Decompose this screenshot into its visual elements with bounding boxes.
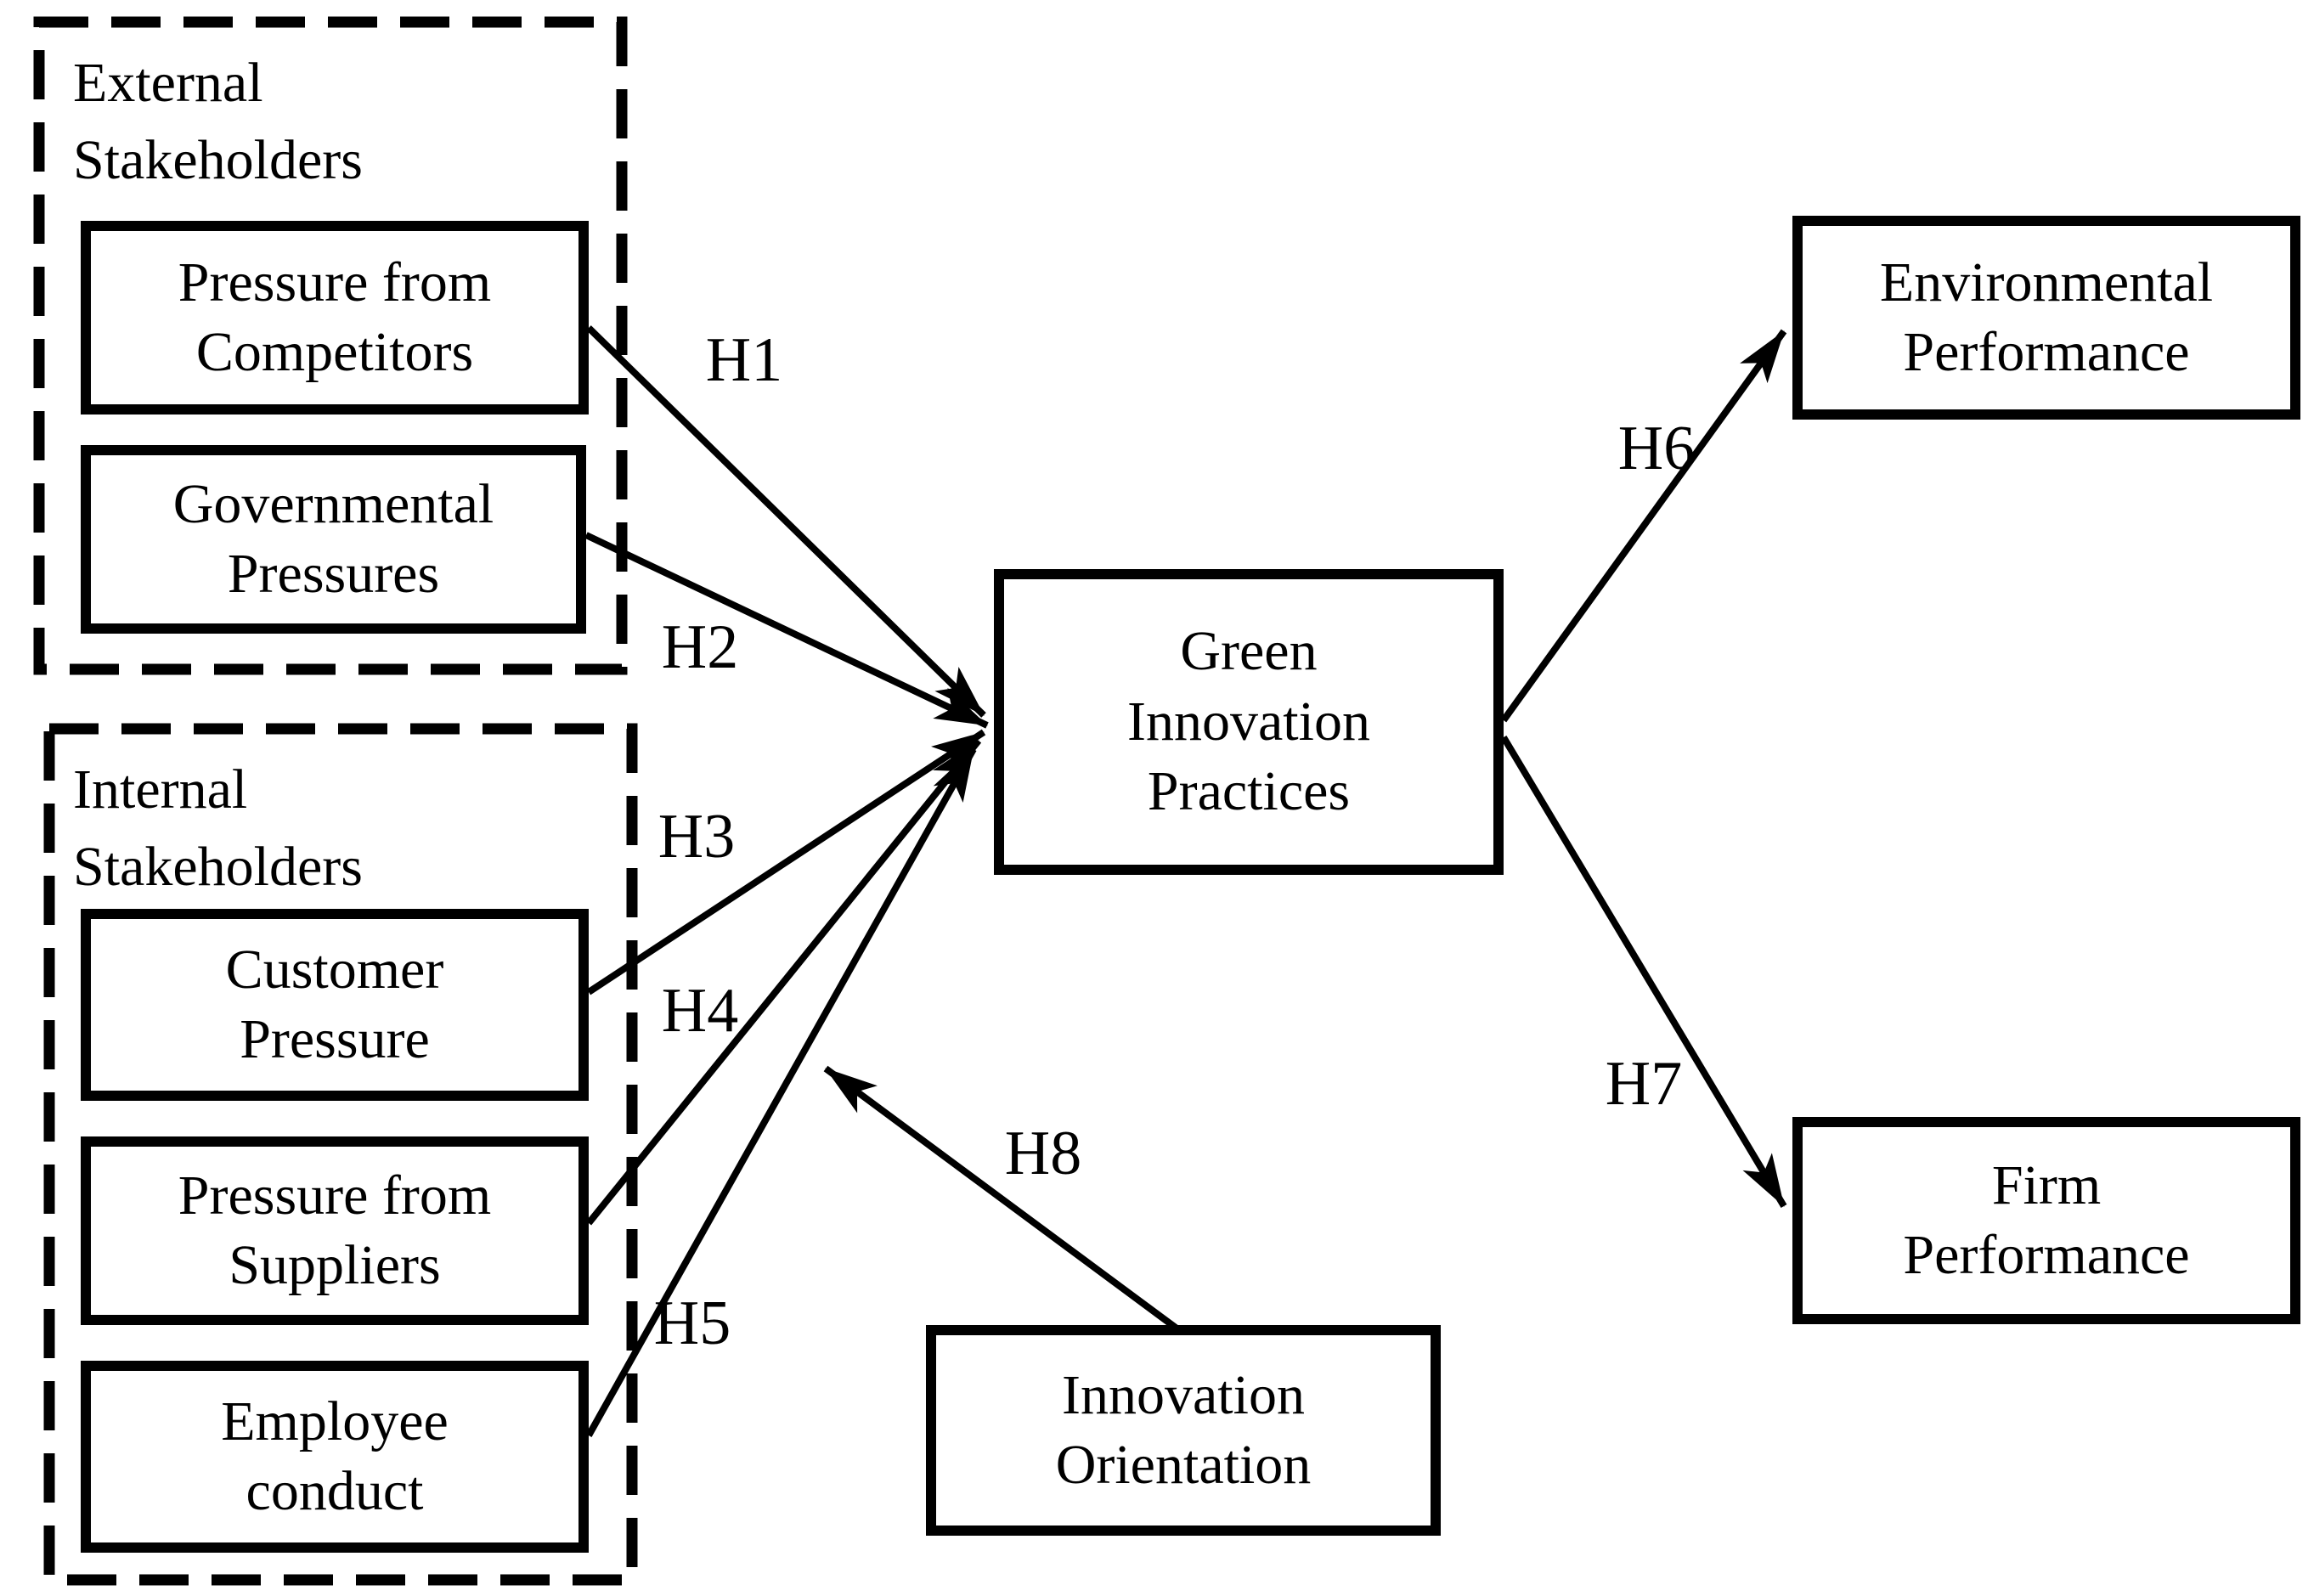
arrow-h6: [1500, 329, 1787, 723]
node-label-line: Pressures: [227, 543, 440, 605]
node-label-line: Governmental: [172, 472, 494, 535]
node-customer-pressure: Customer Pressure: [81, 909, 589, 1101]
hypothesis-label-h6: H6: [1617, 414, 1696, 483]
arrow-h1: [586, 325, 986, 718]
group-label-line: Stakeholders: [73, 836, 363, 899]
node-environmental-performance: Environmental Performance: [1792, 216, 2300, 420]
node-label-line: Green: [1180, 620, 1318, 683]
arrow-h3: [586, 729, 986, 995]
arrow-h4: [585, 738, 982, 1226]
node-label-line: Orientation: [1055, 1434, 1312, 1496]
hypothesis-label-h4: H4: [661, 976, 739, 1046]
node-label-line: Firm: [1991, 1153, 2102, 1216]
node-label-line: Pressure from: [178, 1164, 492, 1227]
node-label-line: Pressure: [240, 1008, 430, 1070]
node-label-line: Performance: [1903, 1224, 2190, 1286]
node-label-line: conduct: [246, 1460, 424, 1522]
node-innovation-orientation: Innovation Orientation: [926, 1325, 1441, 1536]
arrow-h8: [823, 1065, 1182, 1334]
hypothesis-label-h7: H7: [1605, 1049, 1683, 1119]
node-label-line: Innovation: [1127, 690, 1370, 753]
hypothesis-label-h8: H8: [1004, 1119, 1082, 1188]
node-label-line: Performance: [1903, 321, 2190, 383]
node-pressure-from-competitors: Pressure from Competitors: [81, 221, 589, 415]
node-label-line: Employee: [221, 1390, 449, 1452]
hypothesis-label-h1: H1: [705, 325, 783, 395]
external-stakeholders-group-border: [33, 16, 628, 675]
group-label-line: External: [73, 52, 263, 114]
node-label-line: Customer: [225, 938, 444, 1001]
node-firm-performance: Firm Performance: [1792, 1117, 2300, 1324]
internal-stakeholders-group-border: [43, 723, 638, 1586]
hypothesis-label-h5: H5: [653, 1289, 731, 1358]
group-label-line: Internal: [73, 759, 248, 821]
node-label-line: Practices: [1147, 760, 1351, 823]
group-label-line: Stakeholders: [73, 129, 363, 192]
external-stakeholders-group-label: External Stakeholders: [73, 44, 363, 199]
node-pressure-from-suppliers: Pressure from Suppliers: [81, 1136, 589, 1325]
node-label-line: Competitors: [195, 321, 474, 383]
hypothesis-label-h3: H3: [658, 802, 736, 871]
node-label-line: Pressure from: [178, 251, 492, 313]
node-green-innovation-practices: Green Innovation Practices: [994, 569, 1504, 875]
arrow-h7: [1500, 735, 1787, 1209]
node-label-line: Environmental: [1879, 251, 2214, 313]
internal-stakeholders-group-label: Internal Stakeholders: [73, 751, 363, 905]
node-label-line: Innovation: [1062, 1363, 1305, 1426]
node-label-line: Suppliers: [229, 1234, 441, 1296]
node-employee-conduct: Employee conduct: [81, 1361, 589, 1553]
arrow-h5: [585, 747, 977, 1437]
arrow-h2: [584, 532, 989, 729]
node-governmental-pressures: Governmental Pressures: [81, 445, 586, 634]
hypothesis-label-h2: H2: [661, 612, 739, 682]
